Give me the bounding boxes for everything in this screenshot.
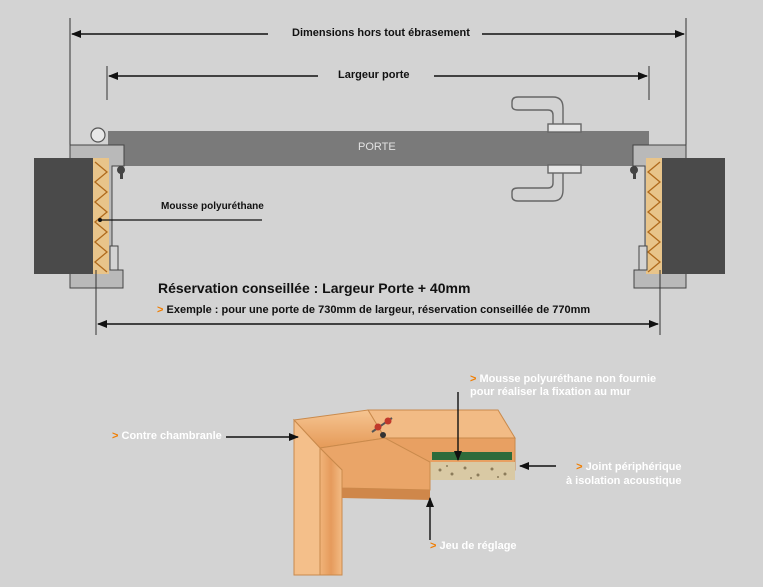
seal-line1: Joint périphérique — [585, 461, 682, 473]
hinge — [90, 127, 106, 143]
example-text: Exemple : pour une porte de 730mm de lar… — [166, 304, 591, 316]
reservation-title: Réservation conseillée : Largeur Porte +… — [158, 280, 471, 296]
adjust-label: > Jeu de réglage — [430, 540, 517, 552]
door-width-dimension-line — [106, 66, 650, 100]
door-handle — [511, 96, 582, 202]
adjust-marker: > — [430, 540, 437, 552]
frame-marker: > — [112, 430, 119, 442]
seal-marker: > — [576, 461, 583, 473]
reservation-dimension-line — [95, 270, 661, 335]
adjust-label-text: Jeu de réglage — [439, 540, 517, 552]
example-line: > Exemple : pour une porte de 730mm de l… — [157, 304, 590, 316]
seal-label: > Joint périphérique à isolation acousti… — [566, 460, 682, 488]
adjustment-screws — [371, 417, 393, 438]
foam-wall-marker: > — [470, 373, 477, 385]
example-marker: > — [157, 304, 164, 316]
foam-wall-label: > Mousse polyuréthane non fournie pour r… — [470, 373, 656, 399]
frame-label-text: Contre chambranle — [121, 430, 222, 442]
right-frame-assembly — [630, 144, 725, 289]
foam-leader-line — [98, 218, 262, 222]
foam-wall-line1: Mousse polyuréthane non fournie — [479, 373, 657, 385]
frame-illustration — [292, 409, 516, 576]
door-label: PORTE — [358, 141, 396, 153]
overall-dimension-label: Dimensions hors tout ébrasement — [292, 27, 470, 39]
door-leaf — [108, 131, 649, 166]
foam-label: Mousse polyuréthane — [161, 201, 264, 212]
left-frame-assembly — [34, 144, 125, 289]
foam-wall-line2: pour réaliser la fixation au mur — [470, 386, 631, 398]
overall-dimension-line — [69, 18, 687, 160]
frame-label: > Contre chambranle — [112, 430, 222, 442]
door-width-label: Largeur porte — [338, 69, 410, 81]
seal-line2: à isolation acoustique — [566, 475, 682, 487]
